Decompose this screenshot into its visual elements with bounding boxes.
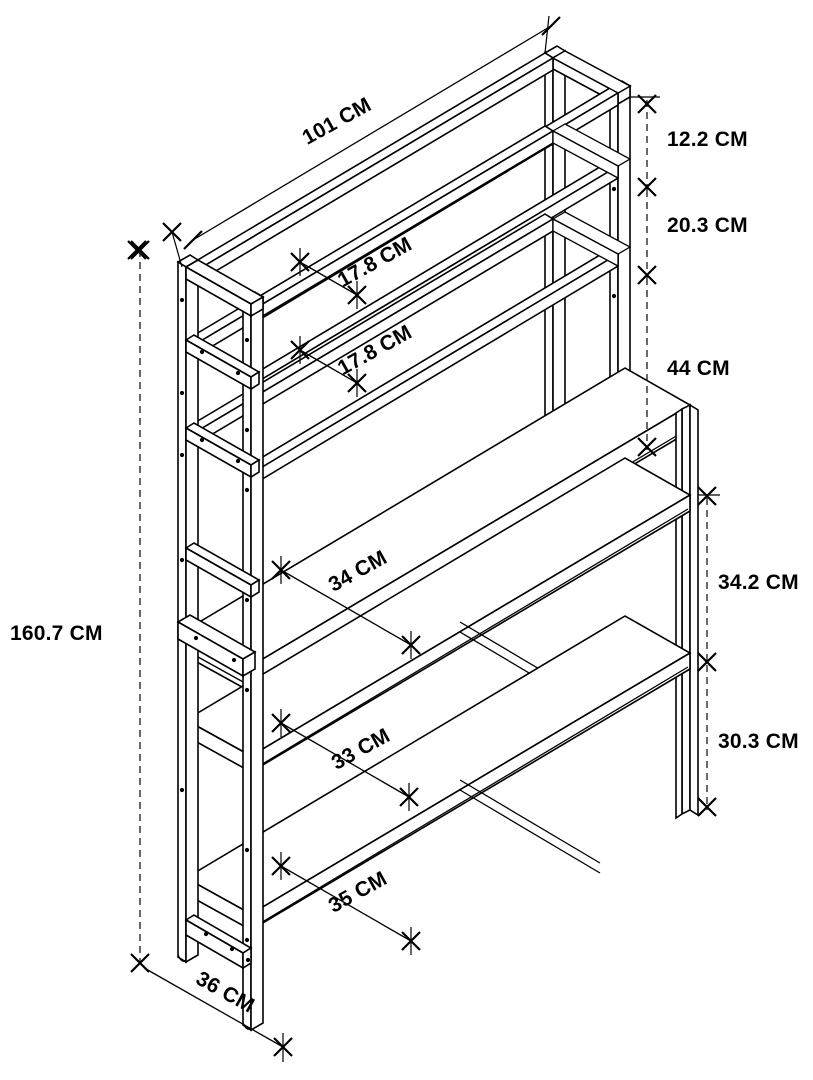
left-frame-bottom-rail — [176, 614, 257, 678]
left-back-post — [176, 254, 200, 964]
dimension-30-3cm: 30.3 CM — [697, 665, 799, 817]
left-frame-top-rail — [184, 259, 265, 318]
base-left-stretcher — [184, 914, 253, 970]
dimension-label-34-2cm: 34.2 CM — [718, 571, 799, 594]
dimension-helper-ticks-topleft — [127, 222, 182, 260]
dimension-label-160-7cm: 160.7 CM — [10, 622, 103, 645]
desk-right-back-leg — [675, 403, 699, 820]
dimension-label-12-2cm: 12.2 CM — [667, 128, 748, 151]
dimension-label-30-3cm: 30.3 CM — [718, 730, 799, 753]
dimension-160-7cm: 160.7 CM — [10, 240, 150, 973]
left-frame-rung-3 — [184, 542, 261, 599]
dimension-label-44cm: 44 CM — [667, 357, 730, 380]
hutch-shelf-2 — [184, 211, 632, 483]
furniture-assembly — [176, 45, 699, 1032]
dimension-20-3cm: 20.3 CM — [637, 190, 748, 285]
hutch-right-back-post — [543, 45, 567, 430]
dimension-label-20-3cm: 20.3 CM — [667, 214, 748, 237]
dimension-34-2cm: 34.2 CM — [697, 486, 799, 672]
dimension-36cm: 36 CM — [145, 967, 293, 1062]
dimension-label-101cm: 101 CM — [299, 93, 376, 149]
dimension-12-2cm: 12.2 CM — [630, 94, 748, 197]
desk-bottom-shelf — [184, 615, 692, 932]
left-frame-rung-2 — [184, 422, 261, 479]
dimension-44cm: 44 CM — [637, 278, 730, 457]
left-frame-rung-1 — [184, 334, 261, 391]
